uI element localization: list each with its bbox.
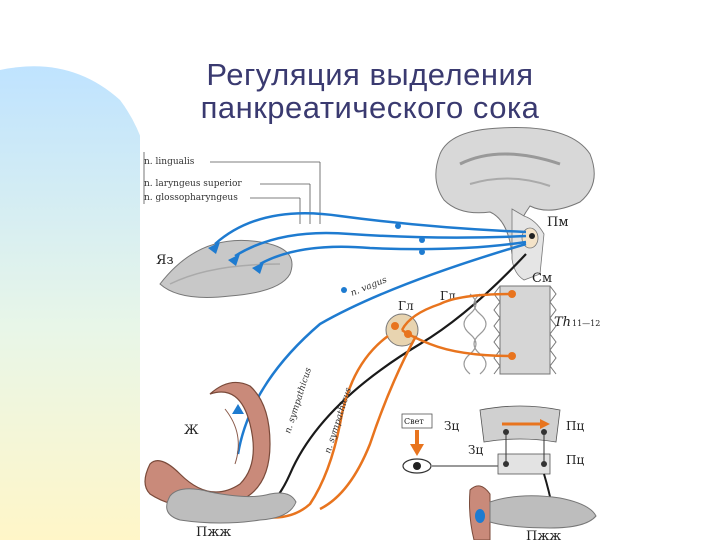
tongue-illustration (159, 239, 293, 298)
pancreas-left-illustration (166, 488, 297, 524)
label-zc-top: Зц (444, 419, 459, 433)
label-pancreas-right: Пжж (526, 529, 561, 540)
label-light: Свет (404, 417, 424, 426)
pancreatic-regulation-diagram: n. lingualis n. laryngeus superior n. gl… (140, 124, 620, 540)
label-medulla: Пм (547, 215, 568, 230)
efferent-sympathetic-fibers (257, 292, 513, 519)
label-zc-bottom: Зц (468, 443, 483, 457)
title-line-1: Регуляция выделения (206, 57, 534, 92)
label-stomach: Ж (184, 423, 199, 438)
label-n-lingualis: n. lingualis (144, 157, 195, 167)
label-n-laryngeus: n. laryngeus superior (144, 179, 242, 189)
label-pc-bottom: Пц (566, 453, 584, 467)
conditioned-reflex-scheme (401, 405, 561, 517)
label-pancreas-left: Пжж (196, 525, 231, 540)
label-thoracic: Th (554, 315, 571, 330)
label-ganglion-lower: Гл (398, 299, 414, 313)
spinal-cord-segment (493, 285, 557, 375)
brain-illustration (435, 127, 595, 281)
sympathetic-chain (463, 293, 487, 375)
label-tongue: Яз (156, 253, 174, 268)
label-n-glossopharyngeus: n. glossopharyngeus (144, 193, 238, 203)
label-spinal-cord: См (532, 271, 552, 286)
stomach-illustration (144, 381, 271, 508)
title-line-2: панкреатического сока (200, 90, 540, 125)
pancreas-right-illustration (469, 485, 597, 540)
page-title: Регуляция выделения панкреатического сок… (140, 58, 600, 124)
label-thoracic-segments: 11—12 (572, 319, 600, 328)
label-pc-top: Пц (566, 419, 584, 433)
